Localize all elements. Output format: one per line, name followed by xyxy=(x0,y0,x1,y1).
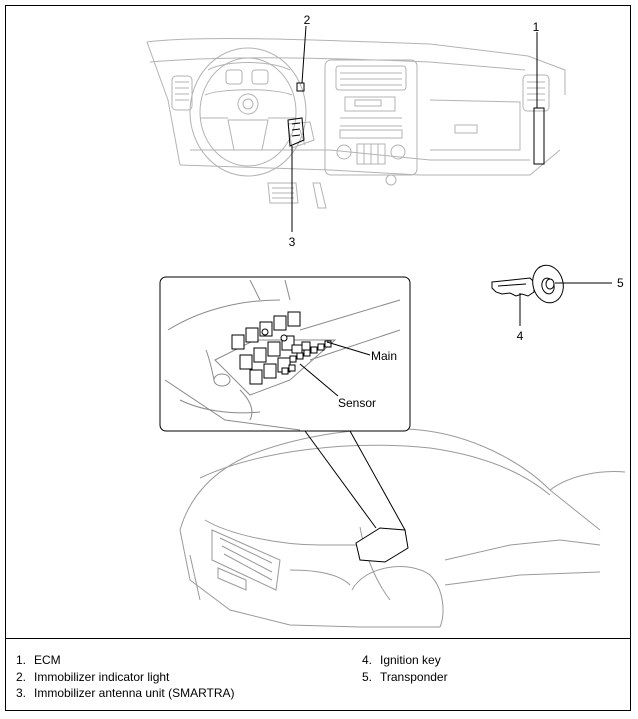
legend-divider xyxy=(5,638,631,639)
relay-box xyxy=(214,311,337,396)
callout-5: 5 xyxy=(617,276,624,290)
leader-2 xyxy=(301,25,307,84)
legend-item-2: 2. Immobilizer indicator light xyxy=(16,669,235,686)
sensor-label: Sensor xyxy=(338,396,376,410)
legend-text: Transponder xyxy=(380,669,448,684)
legend-num: 5. xyxy=(362,669,373,684)
legend-item-4: 4. Ignition key xyxy=(362,652,448,669)
smartra-unit xyxy=(287,117,305,147)
main-leader xyxy=(326,341,371,356)
callout-3: 3 xyxy=(289,235,296,249)
legend-item-5: 5. Transponder xyxy=(362,669,448,686)
legend-item-1: 1. ECM xyxy=(16,652,235,669)
indicator-light xyxy=(296,82,305,92)
legend-num: 2. xyxy=(16,669,27,684)
legend-num: 1. xyxy=(16,653,27,667)
legend-text: ECM xyxy=(34,653,61,667)
inset-leader-left xyxy=(304,430,377,529)
legend-text: Immobilizer antenna unit (SMARTRA) xyxy=(34,686,235,700)
figure-frame xyxy=(5,5,631,711)
callout-1: 1 xyxy=(533,20,540,34)
legend-left: 1. ECM 2. Immobilizer indicator light 3. Im… xyxy=(16,652,235,702)
car-drawing xyxy=(179,428,626,628)
callout-4: 4 xyxy=(517,329,524,343)
legend-num: 3. xyxy=(16,686,27,700)
inset-leader-right xyxy=(349,430,406,531)
dashboard-drawing xyxy=(146,38,566,209)
legend-item-3: 3. Immobilizer antenna unit (SMARTRA) xyxy=(16,685,235,702)
callout-2: 2 xyxy=(304,13,311,27)
legend-text: Immobilizer indicator light xyxy=(34,669,170,684)
legend-right: 4. Ignition key 5. Transponder xyxy=(362,652,448,685)
ecm-location xyxy=(355,527,409,563)
legend-text: Ignition key xyxy=(380,653,441,667)
inset-engine-bay xyxy=(164,279,401,431)
ecm-unit xyxy=(533,107,545,165)
main-label: Main xyxy=(371,349,397,363)
legend-num: 4. xyxy=(362,653,373,667)
sensor-leader xyxy=(299,363,339,397)
ignition-key xyxy=(491,264,564,304)
